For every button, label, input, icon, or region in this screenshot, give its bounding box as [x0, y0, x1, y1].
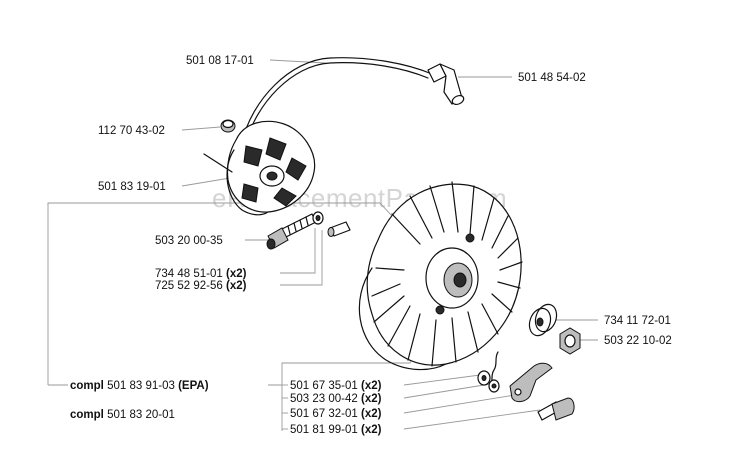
assembly-std-prefix: compl — [70, 409, 104, 421]
spring-number: 501 67 35-01 — [290, 380, 358, 392]
label-washer: 734 11 72-01 — [604, 315, 671, 327]
label-screw-b: 725 52 92-56 (x2) — [155, 280, 247, 292]
label-pawl: 501 67 32-01 (x2) — [290, 408, 382, 420]
plug-part — [220, 119, 236, 133]
starter-pawl — [509, 362, 553, 403]
ignition-module — [203, 120, 316, 216]
spark-plug-cap — [427, 63, 465, 106]
pawl-spring — [489, 351, 499, 385]
screw-b-qty: (x2) — [226, 280, 247, 292]
leader-lines — [47, 59, 598, 431]
module-screw — [266, 213, 317, 250]
label-ignition-module: 501 83 19-01 — [98, 181, 166, 193]
label-assembly-epa: compl 501 83 91-03 (EPA) — [70, 380, 209, 392]
flywheel-washer — [528, 303, 558, 337]
small-washer-qty: (x2) — [361, 393, 382, 405]
screw-a-number: 734 48 51-01 — [155, 268, 223, 280]
small-washer-number: 503 23 00-42 — [290, 393, 358, 405]
pawl-screw-qty: (x2) — [361, 424, 382, 436]
ignition-lead-cable — [241, 57, 433, 144]
assembly-epa-number: 501 83 91-03 — [107, 380, 175, 392]
assembly-epa-suffix: (EPA) — [178, 380, 209, 392]
label-spark-plug-cap: 501 48 54-02 — [518, 72, 586, 84]
pawl-screw-number: 501 81 99-01 — [290, 424, 358, 436]
flywheel — [358, 181, 523, 371]
label-ignition-lead: 501 08 17-01 — [186, 55, 254, 67]
spring-qty: (x2) — [361, 380, 382, 392]
label-screw-a: 734 48 51-01 (x2) — [155, 268, 247, 280]
label-assembly-std: compl 501 83 20-01 — [70, 409, 175, 421]
small-screws — [312, 211, 351, 237]
screw-a-qty: (x2) — [226, 268, 247, 280]
small-washer — [477, 370, 500, 393]
label-module-screw: 503 20 00-35 — [155, 235, 223, 247]
flywheel-nut — [559, 327, 581, 355]
label-small-washer: 503 23 00-42 (x2) — [290, 393, 382, 405]
pawl-number: 501 67 32-01 — [290, 408, 358, 420]
label-nut: 503 22 10-02 — [604, 335, 672, 347]
pawl-qty: (x2) — [361, 408, 382, 420]
assembly-std-number: 501 83 20-01 — [107, 409, 175, 421]
screw-b-number: 725 52 92-56 — [155, 280, 223, 292]
label-spring: 501 67 35-01 (x2) — [290, 380, 382, 392]
label-pawl-screw: 501 81 99-01 (x2) — [290, 424, 382, 436]
pawl-screw — [537, 397, 575, 421]
label-plug: 112 70 43-02 — [98, 125, 165, 137]
assembly-epa-prefix: compl — [70, 380, 104, 392]
